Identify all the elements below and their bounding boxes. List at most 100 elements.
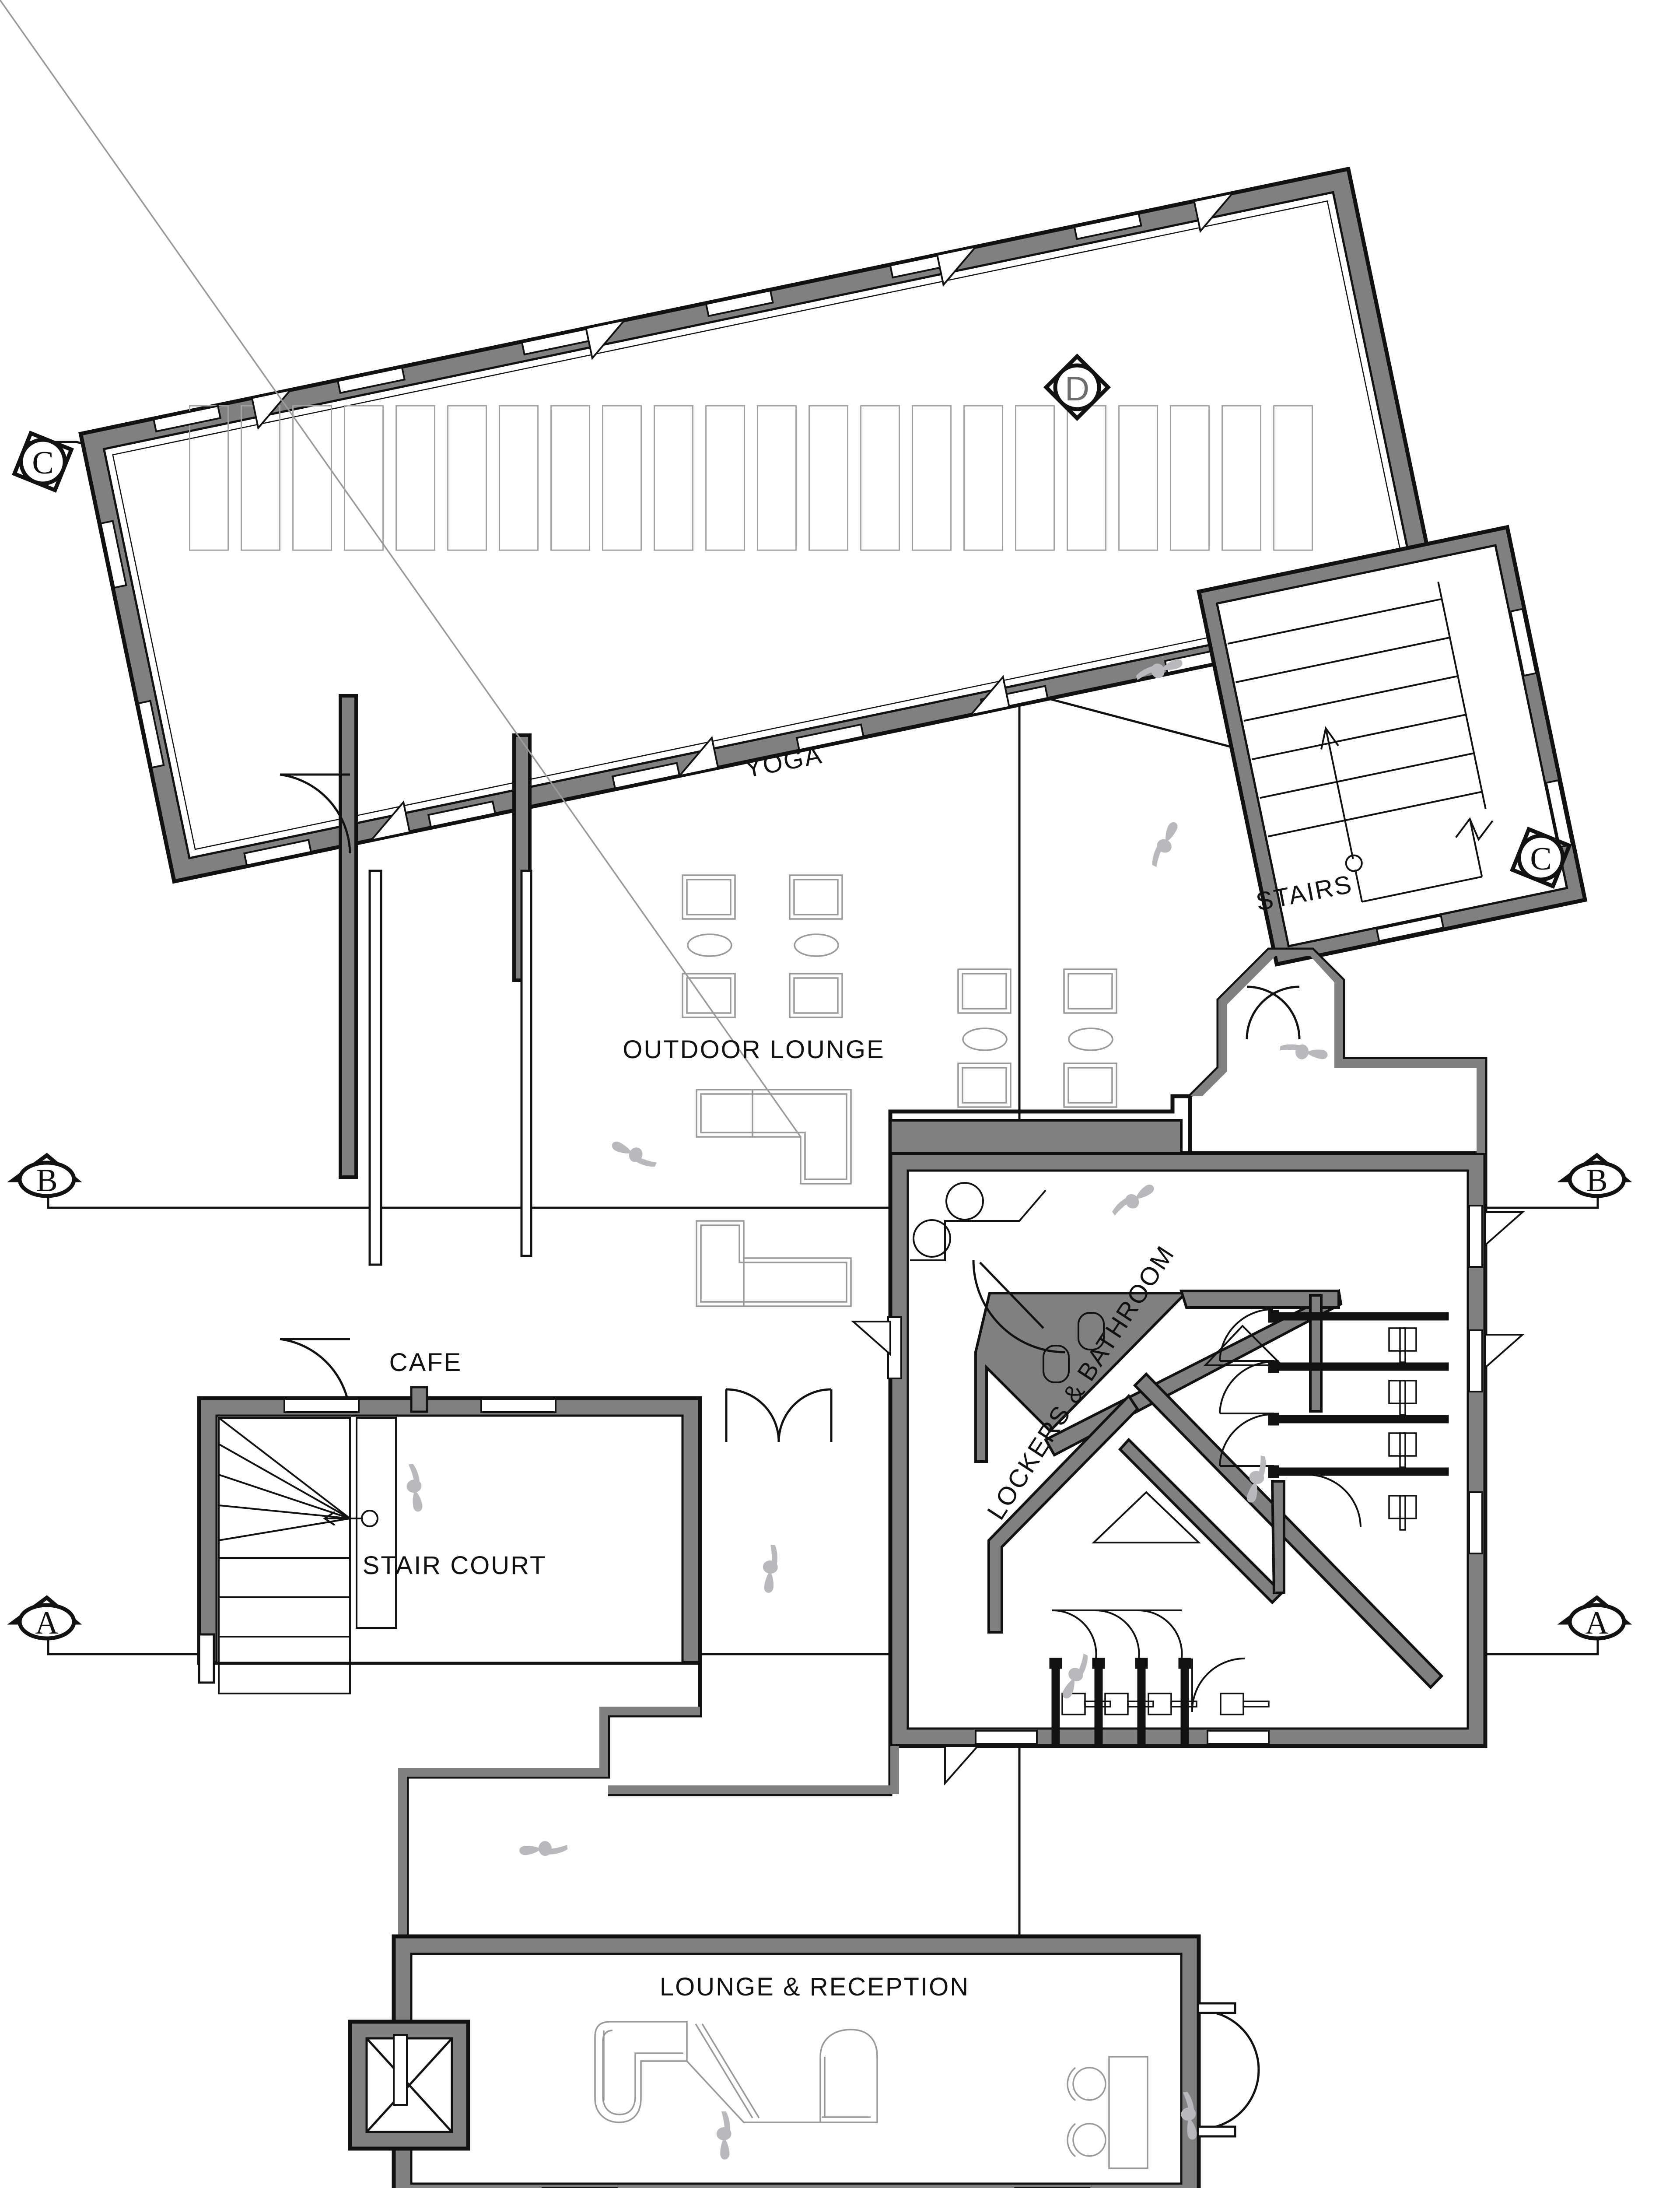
cafe-doors — [725, 1388, 833, 1442]
shower-pan — [1092, 1491, 1201, 1543]
grid-bubble-c-left[interactable]: C — [12, 431, 74, 493]
bubble-circle — [1517, 834, 1565, 882]
window-mark — [137, 700, 165, 769]
chaise-inner — [602, 2030, 683, 2115]
door-swing — [777, 1388, 832, 1442]
central-corridor — [398, 1663, 899, 1936]
room-label-lounge-reception: LOUNGE & RECEPTION — [660, 1973, 970, 2001]
grid-letter: A — [35, 1605, 58, 1641]
door-flag — [1484, 1211, 1525, 1247]
door-jamb — [1197, 2002, 1236, 2014]
grid-letter: D — [1065, 369, 1089, 408]
corridor-wall-fill-2 — [608, 1746, 899, 1794]
door-flag — [1193, 192, 1235, 233]
stair-court-windows — [284, 1398, 556, 1413]
partition-wall — [987, 1394, 1139, 1634]
stall-post — [1092, 1658, 1105, 1669]
yoga-mat — [292, 405, 332, 551]
window-mark — [152, 405, 222, 433]
lounge-chair-inner — [686, 977, 732, 1014]
corridor-wall-fill — [1190, 950, 1485, 1153]
lounge-chair — [789, 973, 843, 1018]
stall-partition — [1272, 1312, 1449, 1321]
partition-wall — [1133, 1372, 1444, 1690]
lounge-chair — [957, 1062, 1012, 1108]
stall-door-swing — [1052, 1609, 1097, 1659]
grid-bubble-d-top[interactable]: D — [1043, 353, 1111, 421]
partition-wall — [1118, 1438, 1284, 1605]
window-mark — [795, 723, 865, 751]
window-mark — [336, 366, 406, 394]
person-icon — [1279, 1041, 1329, 1063]
room-label-cafe: CAFE — [389, 1348, 462, 1377]
door-flag — [936, 245, 978, 287]
toilet-stalls-right — [1219, 1308, 1449, 1531]
window-mark — [243, 839, 312, 866]
lounge-entry-doors — [1197, 2002, 1260, 2138]
partition-wall — [1270, 1480, 1285, 1594]
grid-bubble-a-left[interactable]: A — [7, 1595, 82, 1641]
window-mark — [1073, 212, 1142, 240]
grid-bubble-b-right[interactable]: B — [1557, 1153, 1632, 1199]
stall-post — [1268, 1465, 1279, 1478]
locker-bench — [1043, 1312, 1105, 1383]
door-swing — [1246, 985, 1300, 1040]
stall-post — [1178, 1658, 1191, 1669]
stall-door-swing — [1219, 1308, 1274, 1361]
reception-desk — [1067, 2056, 1148, 2169]
lockers-entry-door — [972, 1260, 1066, 1353]
stall-partition — [1051, 1662, 1060, 1745]
yoga-mat — [705, 405, 746, 551]
glass-fin — [368, 870, 382, 1266]
partition-wall — [1309, 1294, 1323, 1413]
yoga-mat — [1273, 405, 1313, 551]
diagonal-partitions — [974, 1289, 1444, 1690]
stair-up-arrow — [1320, 726, 1494, 903]
grid-letter: C — [1530, 841, 1551, 877]
toilet-tank — [1399, 1432, 1406, 1468]
lounge-table — [687, 933, 732, 957]
stall-door-swing — [1308, 1474, 1362, 1528]
yoga-mat — [654, 405, 694, 551]
room-stairs — [1197, 525, 1588, 967]
lounge-sofa — [696, 1220, 852, 1307]
lounge-table — [794, 933, 839, 957]
lounge-chair-inner — [962, 1067, 1007, 1104]
stool — [1072, 2123, 1106, 2157]
yoga-mat — [189, 405, 229, 551]
grid-letter: C — [32, 445, 53, 481]
stool — [1072, 2067, 1106, 2101]
door-jamb — [198, 1633, 215, 1684]
bubble-circle — [18, 1161, 76, 1198]
lounge-chair — [789, 874, 843, 920]
grid-bubble-c-right[interactable]: C — [1510, 827, 1572, 889]
stall-partition — [1094, 1662, 1103, 1745]
lounge-sofa-inner — [700, 1224, 847, 1303]
elevator-shaft — [348, 2020, 470, 2151]
window-mark — [611, 762, 681, 789]
lounge-chair — [1063, 968, 1117, 1014]
room-label-outdoor-lounge: OUTDOOR LOUNGE — [623, 1035, 885, 1064]
yoga-mat — [447, 405, 487, 551]
grid-letter: B — [1586, 1163, 1607, 1199]
door-jamb — [1197, 2125, 1236, 2138]
lockers-door-flags — [850, 1211, 1525, 1786]
grid-bubble-b-left[interactable]: B — [7, 1153, 82, 1199]
lockers-interior — [906, 1169, 1469, 1730]
door-swing — [1246, 985, 1301, 1040]
connector-walls — [888, 947, 1488, 1154]
shower-triangles — [1092, 1325, 1284, 1543]
grid-bubble-a-right[interactable]: A — [1557, 1595, 1632, 1641]
door-flag — [369, 800, 411, 842]
door-flag — [1484, 1334, 1525, 1370]
sink — [945, 1182, 984, 1220]
door-flag — [944, 1745, 980, 1786]
stall-partition — [1272, 1415, 1449, 1424]
vanity-sinks — [910, 1182, 1046, 1261]
stair-treads — [1227, 582, 1487, 838]
stall-post — [1049, 1658, 1062, 1669]
vanity-counter — [910, 1189, 1046, 1261]
yoga-mat — [602, 405, 642, 551]
